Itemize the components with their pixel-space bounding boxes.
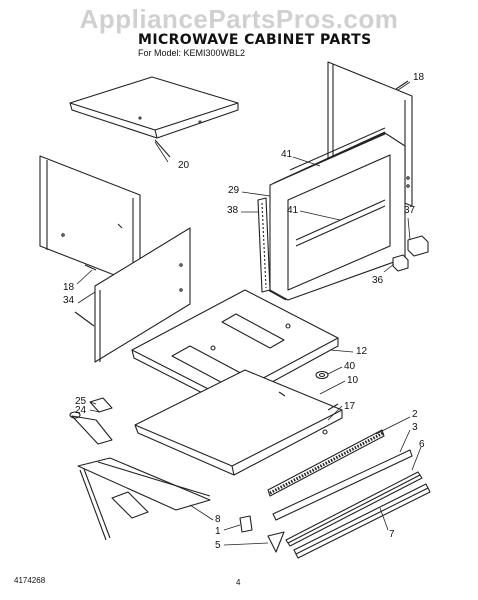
page-number: 4 [236, 578, 241, 587]
back-panel-part [74, 227, 191, 363]
top-panel-part [69, 76, 239, 158]
callout-38: 38 [227, 205, 239, 216]
callout-20: 20 [178, 160, 190, 171]
leader-lines [76, 81, 422, 546]
side-trim-strip-part [257, 197, 271, 293]
callout-7: 7 [389, 529, 395, 540]
bottom-tray-part [77, 457, 211, 541]
base-pan-part [134, 369, 343, 476]
bracket-36-part [392, 254, 409, 272]
callout-5: 5 [215, 540, 221, 551]
vent-grille-part [267, 429, 385, 497]
watermark: AppliancePartsPros.com [79, 4, 399, 34]
callout-3: 3 [412, 422, 418, 433]
trim-strip-3-part [272, 449, 413, 521]
callout-18-left: 18 [63, 282, 75, 293]
rail-6-part [285, 471, 423, 547]
callout-36: 36 [372, 275, 384, 286]
callout-17: 17 [344, 401, 356, 412]
callout-1: 1 [215, 526, 221, 537]
callout-24: 24 [75, 405, 87, 416]
callout-10: 10 [347, 375, 359, 386]
doc-number: 4174268 [14, 576, 46, 585]
grommet-part [315, 370, 329, 380]
callout-41-top: 41 [281, 149, 293, 160]
callout-41-mid: 41 [287, 205, 299, 216]
callout-40: 40 [344, 361, 356, 372]
callout-6: 6 [419, 439, 425, 450]
callout-25: 25 [75, 396, 87, 407]
callout-12: 12 [356, 346, 368, 357]
page-title: MICROWAVE CABINET PARTS [138, 32, 372, 48]
bracket-37-part [407, 235, 429, 257]
rail-7-part [293, 483, 431, 559]
callout-2: 2 [412, 409, 418, 420]
callout-37: 37 [404, 205, 416, 216]
latch-bracket-part [69, 397, 113, 445]
clip-1-part [239, 515, 253, 533]
callout-18-top: 18 [413, 72, 425, 83]
model-subtitle: For Model: KEMI300WBL2 [138, 48, 246, 58]
callout-8: 8 [215, 514, 221, 525]
callout-29: 29 [228, 185, 240, 196]
left-side-panel-part [39, 155, 141, 286]
callout-34: 34 [63, 295, 75, 306]
clip-5-part [267, 531, 285, 553]
